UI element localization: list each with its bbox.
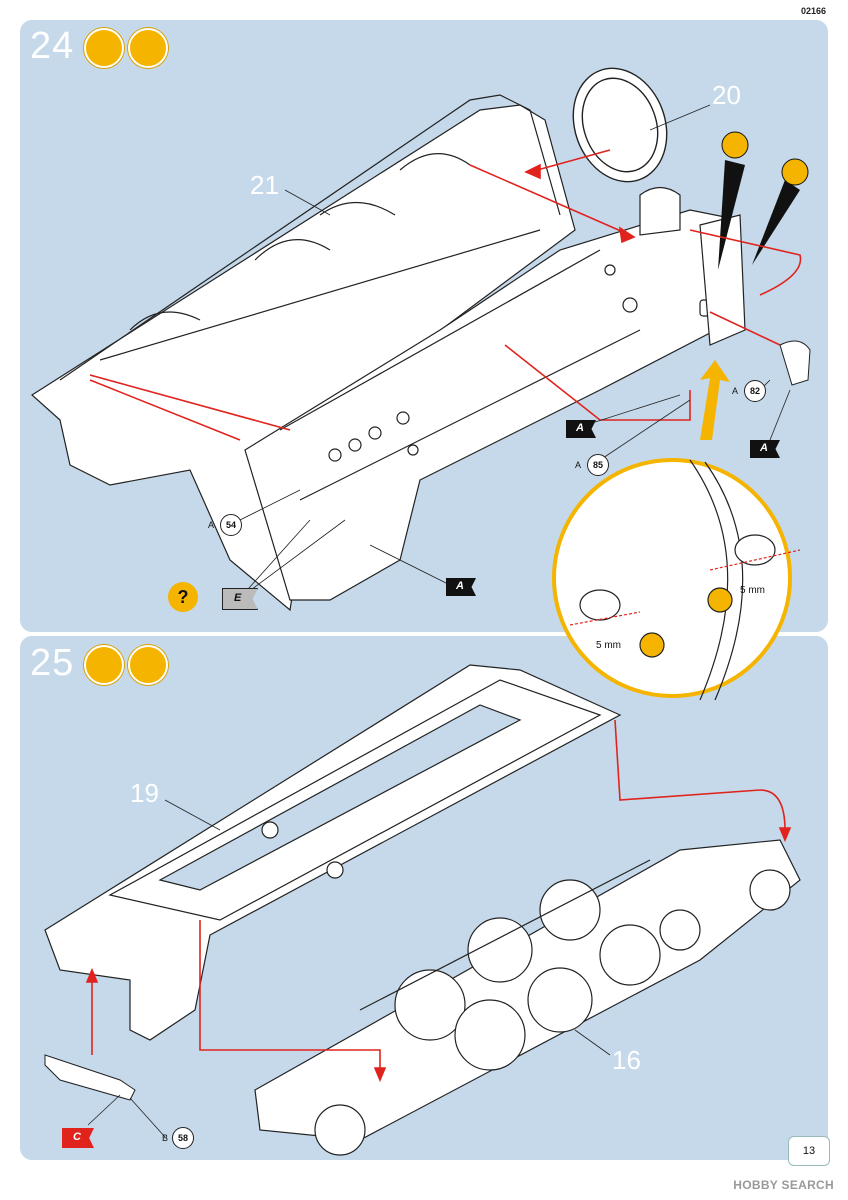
paint-badge-icon — [128, 645, 168, 685]
assembly-arrows-24 — [89, 149, 802, 441]
sprue-flag-a: A — [566, 420, 596, 438]
step-24-number: 24 — [30, 25, 75, 67]
part-21-shroud — [31, 94, 576, 612]
part-label-21: 21 — [250, 170, 279, 200]
ref-a54: 54 — [220, 514, 242, 536]
part-16-chassis — [254, 839, 801, 1156]
footer — [0, 1170, 848, 1200]
part-58 — [44, 1054, 136, 1101]
ref-a82: 82 — [744, 380, 766, 402]
document-number: 02166 — [800, 6, 826, 16]
ref-a82-prefix: A — [732, 386, 739, 396]
detail-magnifier — [552, 458, 792, 698]
page-number: 13 — [788, 1136, 830, 1166]
part-label-16: 16 — [612, 1045, 641, 1075]
sprue-flag-c: C — [62, 1128, 94, 1148]
assembly-arrows-25 — [85, 719, 792, 1083]
ref-a85: 85 — [587, 454, 609, 476]
step-25-number: 25 — [30, 642, 75, 684]
glue-tube-icons — [718, 131, 809, 270]
ref-a54-prefix: A — [208, 520, 215, 530]
ref-b58-prefix: B — [162, 1133, 169, 1143]
part-label-20: 20 — [712, 80, 741, 110]
sprue-flag-a: A — [446, 578, 476, 596]
detail-measure-1: 5 mm — [740, 585, 765, 596]
sprue-flag-a: A — [750, 440, 780, 458]
part-19-frame — [44, 664, 622, 1041]
glue-badge-icon — [84, 28, 124, 68]
part-20-ring — [572, 67, 668, 183]
ref-a85-prefix: A — [575, 460, 582, 470]
help-icon: ? — [168, 582, 198, 612]
watermark: HOBBY SEARCH — [733, 1178, 834, 1192]
glue-badge-icon — [84, 645, 124, 685]
detail-content — [569, 459, 801, 701]
paint-badge-icon — [128, 28, 168, 68]
part-82 — [779, 340, 811, 386]
detail-measure-2: 5 mm — [596, 640, 621, 651]
part-label-19: 19 — [130, 778, 159, 808]
ref-b58: 58 — [172, 1127, 194, 1149]
detail-arrow — [700, 360, 730, 440]
